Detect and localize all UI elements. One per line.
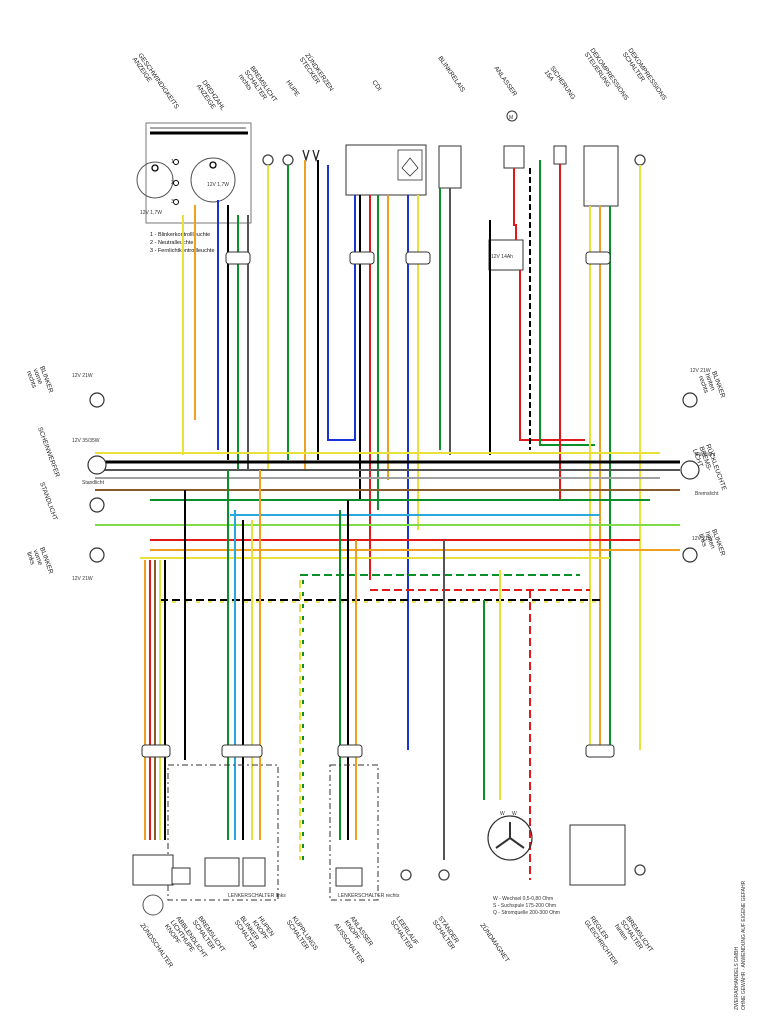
tacho-rating: 12V 1,7W	[207, 182, 229, 188]
spark-plug-icon	[302, 149, 320, 163]
top-label-4: ZÜNDKERZENSTECKER	[298, 52, 336, 97]
brake-switch-front-icon	[262, 154, 274, 166]
cdi-box	[345, 144, 427, 196]
switch-blocks: W W LENKERSCHALTER links LENKERSCHALTER …	[132, 764, 646, 916]
main-harness	[95, 452, 680, 603]
tachometer-gauge	[190, 157, 236, 203]
left-label-0: BLINKERvornerechts	[25, 365, 54, 399]
top-label-1: DREHZAHLANZEIGE	[195, 79, 227, 116]
brake-switch-rear-icon	[634, 864, 646, 876]
starter-motor-icon	[506, 110, 518, 122]
left-label-1: SCHEINWERFER	[36, 426, 61, 478]
top-label-0: GESCHWINDIGKEITSANZEIGE	[131, 52, 181, 115]
ruecklicht-label: Rücklicht	[695, 452, 716, 458]
battery-box	[488, 239, 524, 271]
blinker-front-left-icon	[89, 547, 105, 563]
magneto-legend-2: S - Suchspule 175-200 Ohm	[493, 903, 556, 909]
lamp-legend-1: 1 - Blinkerkontrollleuchte	[150, 232, 210, 238]
bottom-label-8: LEERLAUFSCHALTER	[389, 915, 420, 951]
lamp-1-icon	[173, 159, 179, 165]
lenker-right-label: LENKERSCHALTER rechts	[338, 893, 400, 899]
starter-relay-box	[503, 145, 525, 169]
bottom-label-5: KUPPLUNGSSCHALTER	[285, 915, 320, 956]
decompression-control-box	[583, 145, 619, 207]
battery-rating: 12V 14Ah	[491, 254, 513, 260]
bottom-label-10: ZÜNDMAGNET	[478, 922, 511, 964]
magneto-legend-1: W - Wechsel 0,5-0,80 Ohm	[493, 896, 553, 902]
magneto-terminal-1: W	[500, 811, 505, 817]
left-label-3: BLINKERvornelinks	[25, 546, 54, 580]
lenker-right-frame	[329, 764, 379, 901]
decompression-switch-icon	[634, 154, 646, 166]
top-label-3: HUPE	[284, 79, 300, 98]
stand-switch-icon	[438, 869, 450, 881]
ignition-key-icon	[142, 894, 164, 916]
disclaimer-note: ZWEIRADHANDELS GMBHOHNE GEWÄHR · ANWENDU…	[734, 880, 747, 1010]
right-label-2: BLINKERhintenlinks	[697, 528, 726, 562]
left-label-2: STANDLICHT	[38, 481, 58, 521]
magneto-terminal-2: W	[512, 811, 517, 817]
speedo-rating: 12V 1,7W	[140, 210, 162, 216]
lamp-3-icon	[173, 199, 179, 205]
right-label-0: BLINKERhintenrechts	[697, 370, 726, 404]
top-label-8: SICHERUNG15A	[543, 65, 577, 105]
headlight-rating: 12V 35/35W	[72, 438, 100, 444]
blinker-rr-rating: 12V 21W	[690, 368, 711, 374]
horn-icon	[282, 154, 294, 166]
blinker-rear-right-icon	[682, 392, 698, 408]
bottom-label-12: BREMSLICHTSCHALTERhinten	[613, 915, 654, 961]
lamp-legend-2: 2 - Neutralleuchte	[150, 240, 193, 246]
regulator-box	[569, 824, 626, 886]
bremslicht-label: Bremslicht	[695, 491, 719, 497]
svg-text:1: 1	[171, 159, 174, 165]
magneto-legend-3: Q - Stromquelle 200-300 Ohm	[493, 910, 560, 916]
blinker-rear-left-icon	[682, 547, 698, 563]
top-label-7: ANLASSER	[492, 65, 518, 98]
blink-relay-box	[438, 145, 462, 189]
standlicht-icon	[89, 497, 105, 513]
side-note: ZWEIRADHANDELS GMBHOHNE GEWÄHR · ANWENDU…	[734, 880, 747, 1010]
wire-bundle-top	[182, 160, 641, 750]
top-label-5: CDI	[370, 79, 382, 92]
blinker-fr-rating: 12V 21W	[72, 373, 93, 379]
tacho-bulb-icon	[209, 161, 217, 169]
connector-blocks	[141, 251, 615, 758]
tail-light-icon	[680, 460, 700, 480]
speedo-bulb-icon	[151, 164, 159, 172]
svg-text:M: M	[509, 115, 513, 121]
headlight-icon	[87, 455, 107, 475]
wire-bundle-bottom	[144, 470, 531, 880]
top-devices: M 12V 14Ah	[262, 110, 646, 271]
svg-text:2: 2	[171, 180, 174, 186]
bottom-label-9: STÄNDERSCHALTER	[431, 915, 463, 952]
lenker-left-label: LENKERSCHALTER links	[228, 893, 286, 899]
blinker-fl-rating: 12V 21W	[72, 576, 93, 582]
lamp-2-icon	[173, 180, 179, 186]
blinker-front-right-icon	[89, 392, 105, 408]
neutral-switch-icon	[400, 869, 412, 881]
top-label-6: BLINKRELAIS	[436, 55, 466, 94]
magneto-icon	[487, 815, 533, 861]
speedometer-gauge	[136, 161, 174, 199]
fuse-box	[553, 145, 567, 165]
svg-text:3: 3	[171, 199, 174, 205]
side-lamps: 12V 21W 12V 35/35W 12V 21W 12V 21W 12V 2…	[72, 368, 719, 582]
standlicht-label: Standlicht	[82, 480, 105, 486]
top-label-2: BREMSLICHTSCHALTERrechts	[237, 65, 278, 111]
blinker-rl-rating: 12V 21W	[692, 536, 713, 542]
top-labels: GESCHWINDIGKEITSANZEIGE DREHZAHLANZEIGE BR…	[131, 47, 668, 116]
lenker-left-frame	[167, 764, 279, 901]
ignition-switch-box	[132, 854, 174, 886]
